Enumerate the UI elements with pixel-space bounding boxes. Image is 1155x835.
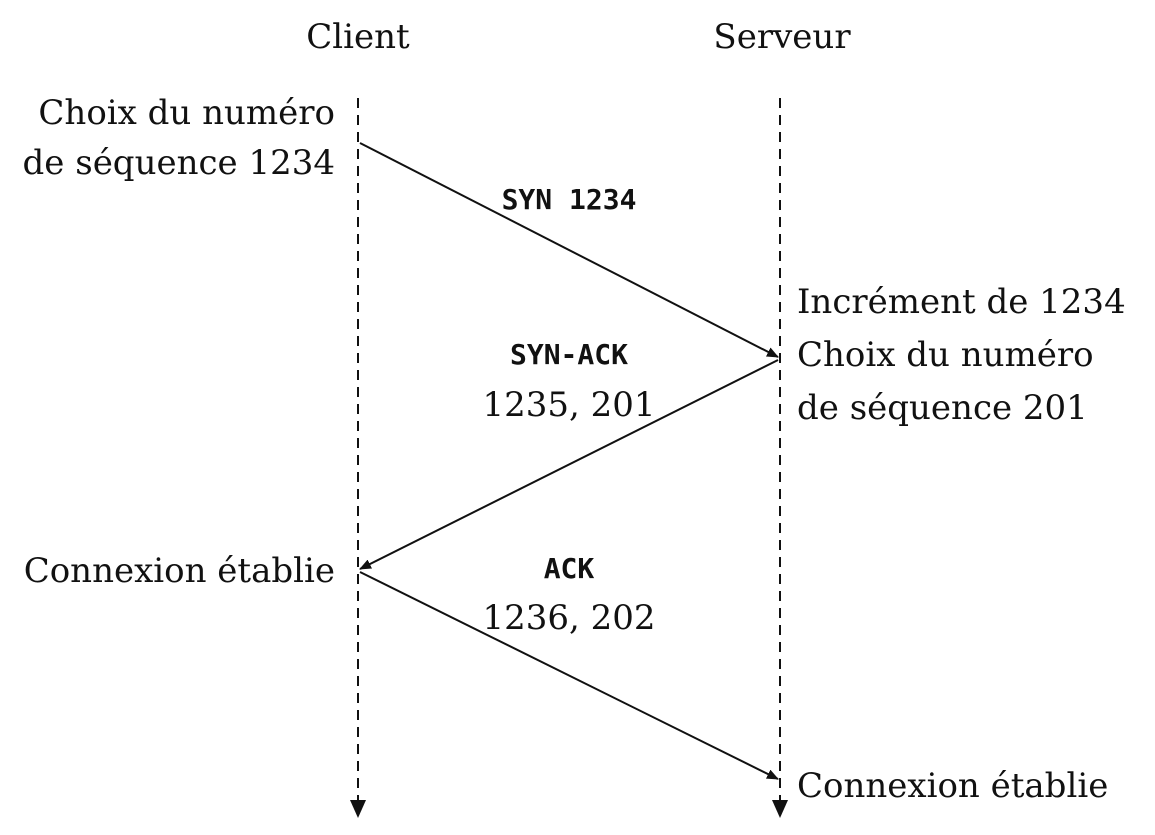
ack-arrow xyxy=(359,571,779,780)
client-choice-line1: Choix du numéro xyxy=(38,93,335,133)
syn-ack-label: SYN-ACK xyxy=(510,338,628,371)
server-increment-label: Incrément de 1234 xyxy=(797,282,1126,322)
syn-label: SYN 1234 xyxy=(502,183,637,216)
server-lifeline-label: Serveur xyxy=(713,17,851,57)
client-choice-line2: de séquence 1234 xyxy=(23,143,335,183)
syn-arrow xyxy=(359,142,779,358)
server-established-label: Connexion établie xyxy=(797,766,1108,806)
ack-numbers: 1236, 202 xyxy=(482,598,655,638)
client-lifeline-label: Client xyxy=(306,17,410,57)
ack-label: ACK xyxy=(544,552,595,585)
syn-ack-numbers: 1235, 201 xyxy=(482,385,655,425)
server-lifeline-arrow-icon xyxy=(772,800,788,818)
client-established-label: Connexion établie xyxy=(24,551,335,591)
server-choice-line1: Choix du numéro xyxy=(797,335,1094,375)
server-choice-line2: de séquence 201 xyxy=(797,388,1088,428)
client-lifeline-arrow-icon xyxy=(350,800,366,818)
syn-ack-arrow xyxy=(359,359,779,570)
